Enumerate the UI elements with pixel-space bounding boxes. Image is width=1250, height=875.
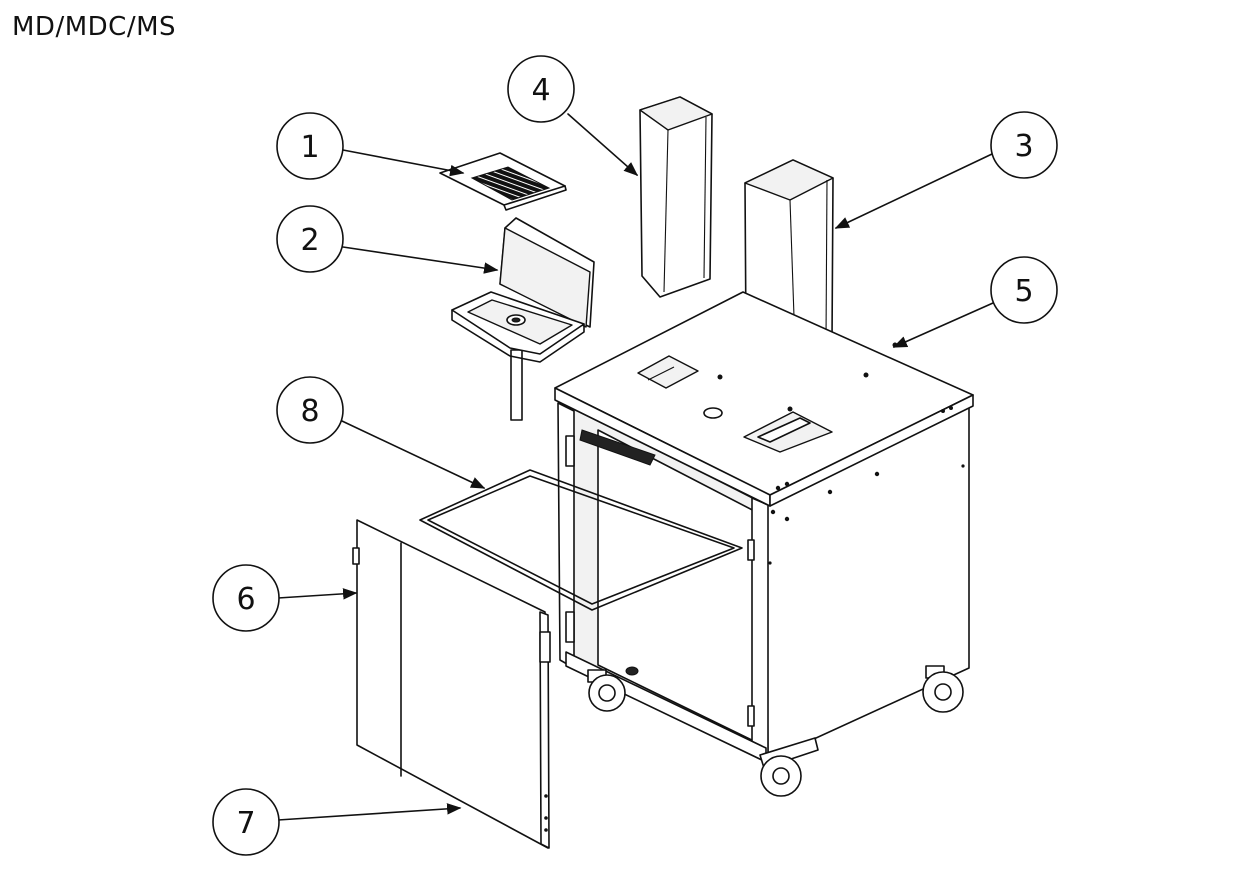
part-drip-tray-1 — [439, 152, 567, 211]
callout-8-label: 8 — [300, 394, 319, 429]
callout-2-label: 2 — [300, 223, 319, 258]
page-title: MD/MDC/MS — [12, 12, 177, 42]
caster-front — [759, 737, 819, 797]
callout-5-label: 5 — [1014, 274, 1033, 309]
callout-3-label: 3 — [1014, 129, 1033, 164]
callout-7: 7 — [212, 788, 280, 856]
callout-7-label: 7 — [236, 806, 255, 841]
caster-right — [922, 665, 964, 713]
leader-lines — [277, 113, 994, 821]
callout-6: 6 — [212, 564, 280, 632]
callout-4-label: 4 — [531, 73, 550, 108]
callout-6-label: 6 — [236, 582, 255, 617]
part-rack-8 — [419, 469, 743, 611]
callout-4: 4 — [507, 55, 575, 123]
caster-left — [587, 669, 626, 712]
callout-1-label: 1 — [300, 130, 319, 165]
part-shelf-2 — [451, 217, 595, 421]
part-door-6-7 — [352, 519, 551, 849]
callout-2: 2 — [276, 205, 344, 273]
part-cabinet-5 — [554, 291, 974, 797]
part-chute-4 — [639, 96, 713, 298]
callout-8: 8 — [276, 376, 344, 444]
callout-3: 3 — [990, 111, 1058, 179]
callout-1: 1 — [276, 112, 344, 180]
callout-5: 5 — [990, 256, 1058, 324]
